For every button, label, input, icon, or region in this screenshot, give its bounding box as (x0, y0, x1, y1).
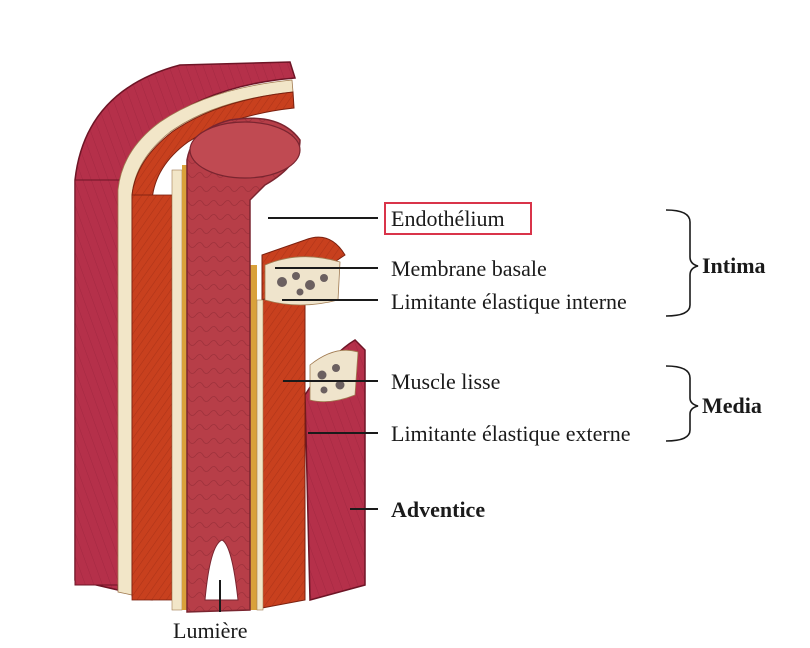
label-membrane-basale: Membrane basale (391, 256, 547, 281)
group-intima: Intima (702, 253, 766, 278)
label-limitante-externe: Limitante élastique externe (391, 421, 630, 446)
media-brace (666, 366, 698, 441)
label-muscle-lisse: Muscle lisse (391, 369, 500, 394)
label-lumiere: Lumière (173, 618, 248, 643)
label-adventice: Adventice (391, 497, 485, 522)
label-endothelium: Endothélium (391, 206, 505, 231)
intima-brace (666, 210, 698, 316)
group-media: Media (702, 393, 762, 418)
label-limitante-interne: Limitante élastique interne (391, 289, 627, 314)
